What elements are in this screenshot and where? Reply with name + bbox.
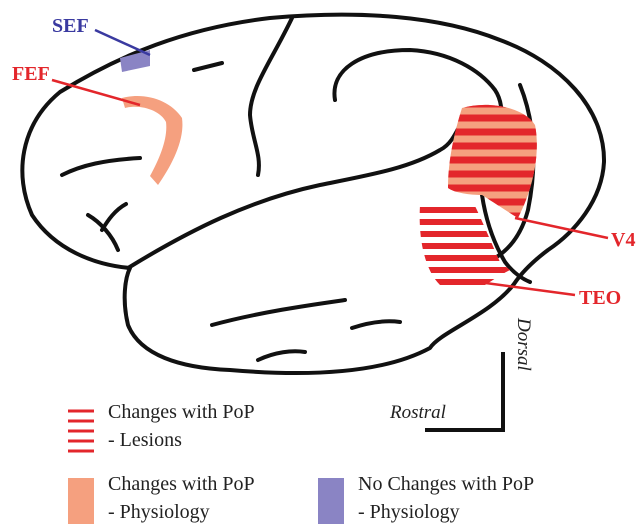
legend-nochange-line1: No Changes with PoP (358, 473, 534, 495)
teo-leader (478, 282, 575, 295)
legend-lesions-line2: - Lesions (108, 429, 182, 451)
legend: Changes with PoP - Lesions Changes with … (68, 401, 534, 524)
rostral-label: Rostral (389, 402, 446, 423)
sef-leader (95, 30, 150, 55)
v4-label: V4 (611, 229, 635, 251)
central-sulcus (250, 18, 292, 175)
teo-label: TEO (579, 287, 621, 309)
legend-physiology-line2: - Physiology (108, 501, 210, 523)
legend-nochange-line2: - Physiology (358, 501, 460, 523)
legend-lesions-line1: Changes with PoP (108, 401, 255, 423)
principal-sulcus (62, 158, 140, 175)
fef-label: FEF (12, 63, 50, 85)
legend-lesions-swatch (68, 411, 94, 451)
temporal-sulcus-1 (212, 300, 345, 325)
arcuate-sulcus-upper (194, 63, 222, 70)
legend-physiology-swatch (68, 478, 94, 524)
dorsal-label: Dorsal (513, 317, 534, 371)
sef-label: SEF (52, 15, 89, 37)
temporal-sulcus-3 (258, 351, 305, 360)
legend-nochange-swatch (318, 478, 344, 524)
v4-leader (515, 218, 608, 238)
legend-physiology-line1: Changes with PoP (108, 473, 255, 495)
orbital-sulcus-a (88, 215, 118, 250)
fef-region (122, 96, 182, 185)
v4-region (440, 95, 550, 225)
temporal-sulcus-2 (352, 321, 400, 328)
teo-region (410, 210, 520, 282)
orbital-sulcus-b (102, 204, 126, 230)
fef-leader (52, 80, 140, 105)
